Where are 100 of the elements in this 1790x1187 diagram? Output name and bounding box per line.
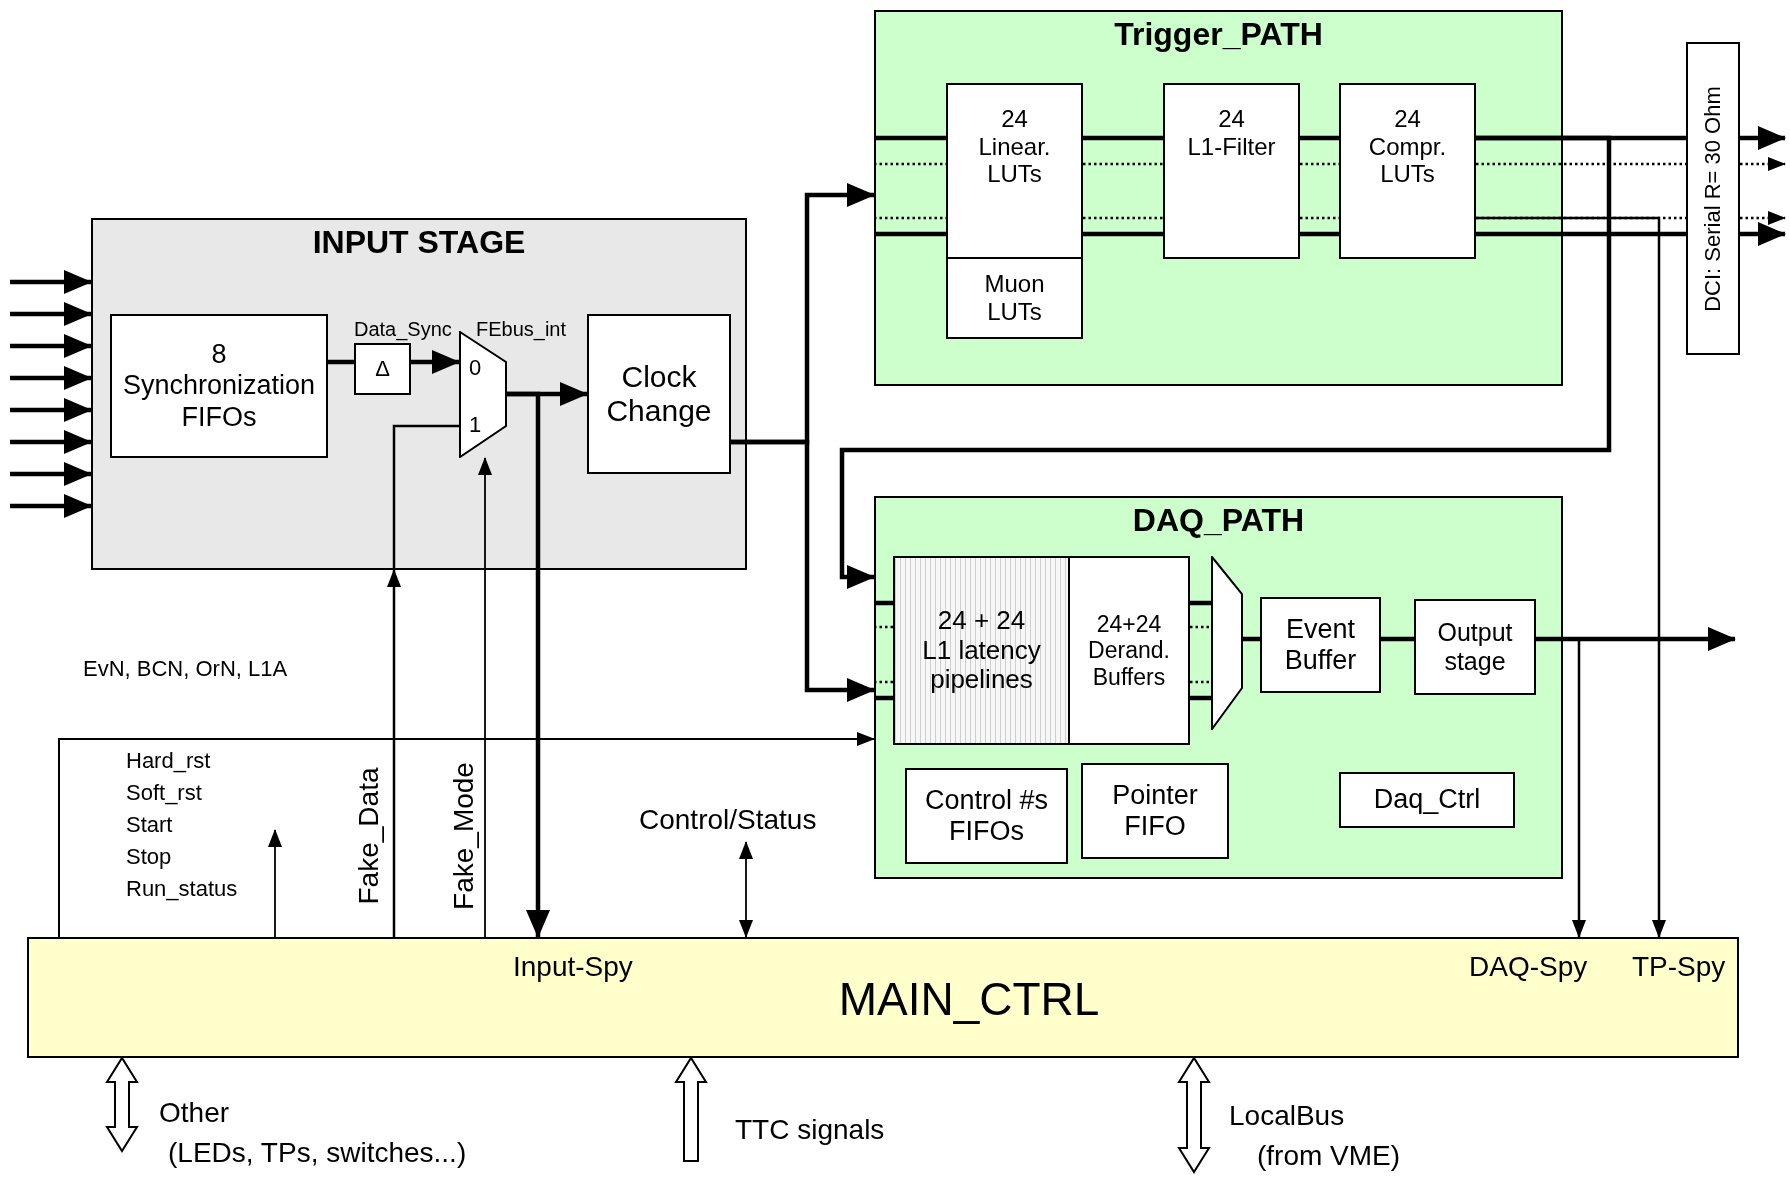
- arrow: [839, 135, 1612, 589]
- arrow: [507, 391, 550, 938]
- signal-label: FEbus_int: [476, 318, 567, 341]
- arrow: [10, 270, 92, 294]
- process-box: [1339, 772, 1515, 828]
- connector-line: [1243, 636, 1260, 642]
- signal-label: EvN, BCN, OrN, L1A: [83, 656, 288, 682]
- connector-line: [1300, 162, 1339, 166]
- arrow: [1740, 222, 1786, 246]
- port-label: DAQ-Spy: [1469, 951, 1588, 984]
- panel-title: DAQ_PATH: [1132, 502, 1305, 539]
- process-box: [1081, 763, 1229, 859]
- input-number: 0: [469, 355, 482, 381]
- connector-line: [1083, 162, 1163, 166]
- box-text: 24+24 Derand. Buffers: [1087, 610, 1171, 691]
- process-box: [587, 314, 731, 474]
- signal-label: Run_status: [126, 876, 238, 902]
- arrow: [10, 430, 92, 454]
- connector-line: [1300, 135, 1339, 141]
- connector-line: [1190, 600, 1211, 606]
- connector-line: [1083, 231, 1163, 237]
- double-arrow: [105, 1056, 139, 1153]
- process-box: [1163, 83, 1300, 259]
- box-text: Clock Change: [605, 359, 713, 429]
- signal-label: Hard_rst: [126, 748, 211, 774]
- note-text: (LEDs, TPs, switches...): [168, 1137, 467, 1170]
- block-panel: [874, 496, 1563, 879]
- box-text: Pointer FIFO: [1111, 779, 1199, 843]
- arrow: [1476, 216, 1666, 938]
- panel-title: Trigger_PATH: [1114, 16, 1323, 53]
- arrow: [10, 494, 92, 518]
- connector-line: [1190, 625, 1211, 629]
- connector-line: [874, 162, 946, 166]
- connector-line: [874, 680, 893, 684]
- process-box: [946, 83, 1083, 259]
- box-text: Event Buffer: [1283, 613, 1358, 677]
- process-box: [1414, 599, 1536, 695]
- box-text: Δ: [374, 356, 391, 382]
- arrow: [268, 829, 282, 938]
- process-box: [905, 768, 1068, 864]
- pipeline-box: [893, 556, 1070, 745]
- note-text: (from VME): [1257, 1140, 1401, 1173]
- connector-line: [328, 359, 354, 365]
- connector-line: [1083, 135, 1163, 141]
- arrow: [1740, 211, 1786, 225]
- arrow: [739, 841, 753, 938]
- block-title: MAIN_CTRL: [838, 973, 1100, 1026]
- arrow: [10, 462, 92, 486]
- arrow: [1740, 126, 1786, 150]
- box-text: 24 + 24 L1 latency pipelines: [921, 605, 1042, 696]
- connector-line: [1381, 636, 1414, 642]
- connector-line: [874, 231, 946, 237]
- panel-title: INPUT STAGE: [312, 224, 526, 261]
- arrow: [10, 366, 92, 390]
- arrow: [10, 302, 92, 326]
- multiplexer-symbol: [1211, 556, 1243, 730]
- process-box: [946, 257, 1083, 339]
- process-box: [1339, 83, 1476, 259]
- block-arrow: [674, 1056, 708, 1162]
- block-panel: [874, 10, 1563, 386]
- connector-line: [874, 135, 946, 141]
- connector-line: [874, 216, 946, 220]
- connector-line: [1083, 216, 1163, 220]
- arrow: [10, 334, 92, 358]
- connector-line: [874, 625, 893, 629]
- signal-label: Stop: [126, 844, 172, 870]
- connector-line: [1300, 216, 1339, 220]
- delay-box: [354, 343, 411, 395]
- double-arrow: [1177, 1056, 1211, 1174]
- connector-line: [1300, 231, 1339, 237]
- connector-line: [392, 424, 459, 570]
- control-block: [27, 937, 1739, 1058]
- arrow: [58, 732, 875, 938]
- arrow: [1536, 627, 1736, 651]
- arrow: [1740, 157, 1786, 171]
- box-text: DCI: Serial R= 30 Ohm: [1700, 85, 1726, 312]
- process-box: [1068, 556, 1190, 745]
- box-text: 24 Compr. LUTs: [1367, 105, 1448, 188]
- signal-label: Soft_rst: [126, 780, 202, 806]
- arrow: [411, 350, 460, 374]
- arrow: [731, 439, 875, 702]
- box-text: 24 Linear. LUTs: [977, 105, 1052, 188]
- termination-box: [1686, 42, 1740, 355]
- arrow: [10, 398, 92, 422]
- arrow: [387, 569, 401, 937]
- connector-line: [1476, 162, 1686, 166]
- box-text: Muon LUTs: [983, 270, 1046, 326]
- process-box: [1260, 597, 1381, 693]
- box-text: Control #s FIFOs: [923, 784, 1050, 848]
- block-panel: [91, 218, 747, 570]
- port-label: Input-Spy: [513, 951, 633, 984]
- connector-line: [1190, 680, 1211, 684]
- box-text: 8 Synchronization FIFOs: [121, 339, 317, 433]
- box-text: Daq_Ctrl: [1372, 784, 1482, 816]
- input-number: 1: [469, 412, 482, 438]
- connector-line: [874, 695, 893, 701]
- process-box: [110, 314, 328, 458]
- box-text: Output stage: [1436, 618, 1514, 676]
- box-text: 24 L1-Filter: [1186, 105, 1277, 161]
- arrow: [478, 457, 492, 938]
